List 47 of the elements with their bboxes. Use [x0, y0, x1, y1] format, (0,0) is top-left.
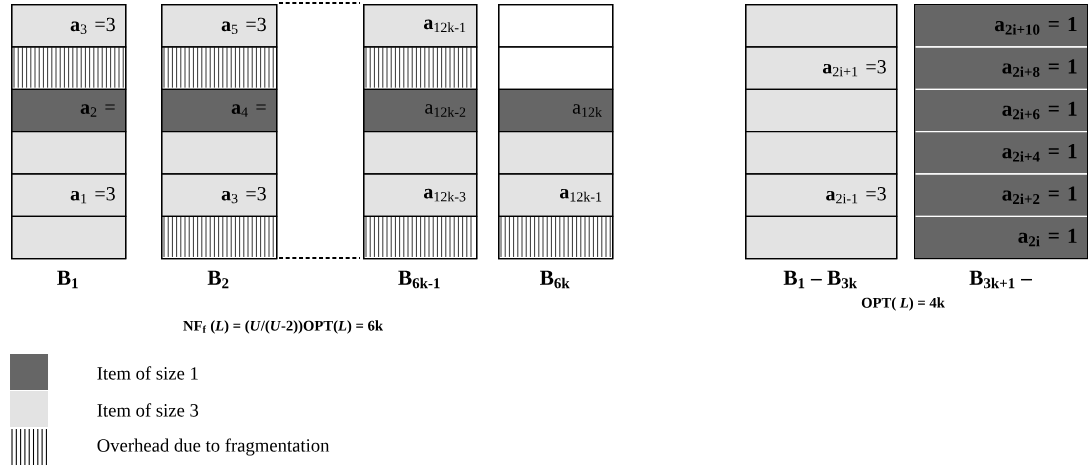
- item-box: [498, 131, 614, 175]
- node-label: B$_{6k}$: [540, 270, 570, 289]
- overhead-box: [11, 46, 127, 90]
- node-label: a$_{2i+6}$ = 1: [1002, 101, 1077, 120]
- item-box: a$_{2i+2}$ = 1: [914, 173, 1088, 217]
- item-box: a$_{2}$ =: [11, 88, 127, 133]
- node-label: B$_{2}$: [207, 270, 229, 289]
- item-box: a$_{12k-1}$: [498, 173, 614, 217]
- overhead-box: [161, 46, 278, 90]
- item-box: [745, 88, 898, 133]
- item-box: [745, 215, 898, 260]
- legend-text: Item of size 3: [97, 403, 199, 417]
- overhead-box: [363, 215, 478, 260]
- item-box: a$_{2i+8}$ = 1: [914, 46, 1088, 90]
- node-label: B$_{1}$: [57, 270, 78, 289]
- item-box: [745, 4, 898, 48]
- node-label: B$_{6k-1}$: [398, 270, 440, 289]
- item-box: [11, 215, 127, 260]
- item-box: a$_{4}$ =: [161, 88, 278, 133]
- empty-box: [498, 46, 614, 90]
- item-box: a$_{3}$ =3: [161, 173, 278, 217]
- item-box: [161, 131, 278, 175]
- node-label: B$_{1}$ – B$_{3k}$: [783, 270, 857, 289]
- item-box: a$_{2i+4}$ = 1: [914, 131, 1088, 175]
- node-label: a$_{2i+10}$ = 1: [994, 17, 1077, 35]
- node-label: a$_{2i+2}$ = 1: [1002, 186, 1077, 204]
- overhead-box: [363, 46, 478, 90]
- item-box: a$_{2i}$ = 1: [914, 215, 1088, 260]
- item-box: a$_{2i-1}$ =3: [745, 173, 898, 217]
- node-label: a$_{2i+4}$ = 1: [1002, 144, 1077, 162]
- item-box: a$_{12k-2}$: [363, 88, 478, 133]
- formula-label: OPT( L) = 4k: [861, 297, 945, 311]
- item-box: a$_{12k-3}$: [363, 173, 478, 217]
- overhead-box: [498, 215, 614, 260]
- item-box: a$_{12k}$: [498, 88, 614, 133]
- node-label: a$_{2i+8}$ = 1: [1002, 59, 1077, 77]
- item-box: [363, 131, 478, 175]
- item-box: [11, 131, 127, 175]
- formula-label: NF$_{f}$ (L) = (U/(U-2))OPT(L) = 6k: [183, 320, 383, 334]
- item-box: [745, 131, 898, 175]
- node-label: B$_{3k+1}$ –: [969, 270, 1032, 289]
- item-box: a$_{1}$ =3: [11, 173, 127, 217]
- legend-text: Item of size 1: [97, 366, 198, 380]
- legend-text: Overhead due to fragmentation: [97, 438, 330, 456]
- item-box: a$_{2i+6}$ = 1: [914, 88, 1088, 133]
- overhead-box: [161, 215, 278, 260]
- item-box: a$_{2i+1}$ =3: [745, 46, 898, 90]
